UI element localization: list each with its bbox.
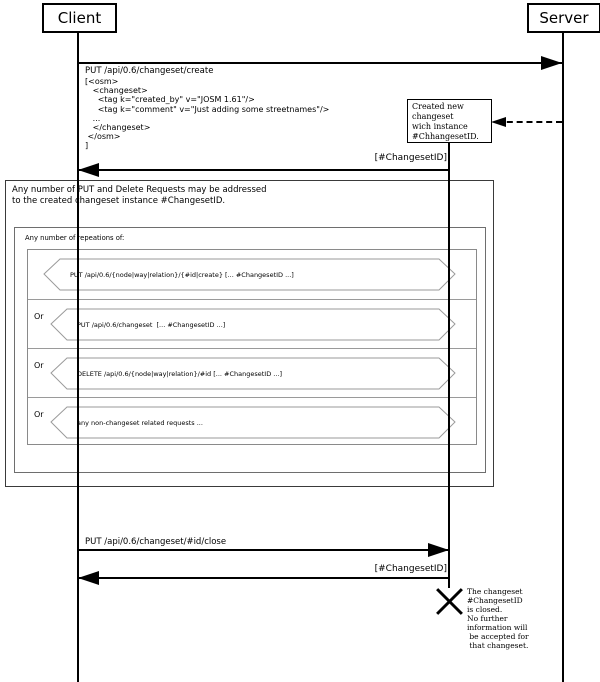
request-option-label: DELETE /api/0.6/{node|way|relation}/#id …: [77, 370, 283, 378]
create-response-label: [#ChangesetID]: [374, 153, 447, 163]
or-label: Or: [34, 361, 44, 370]
request-hexagon-shape: [43, 258, 456, 291]
changeset-instance-lifeline: [448, 143, 450, 588]
create-note-dashed-line: [497, 121, 562, 123]
request-hexagon-shape: [50, 357, 456, 390]
arrowhead-left-icon: [78, 571, 99, 585]
request-hexagon-shape: [50, 308, 456, 341]
arrowhead-right-icon: [541, 56, 562, 70]
client-lifeline: [77, 29, 79, 682]
create-response-arrow-line: [78, 169, 449, 171]
create-request-label: PUT /api/0.6/changeset/create: [85, 66, 214, 76]
request-option-label: PUT /api/0.6/changeset [... #ChangesetID…: [77, 321, 226, 329]
request-option-label: PUT /api/0.6/{node|way|relation}/{#id|cr…: [70, 271, 294, 279]
changeset-requests-frame: Any number of PUT and Delete Requests ma…: [5, 180, 494, 487]
client-actor-label: Client: [57, 9, 102, 27]
close-response-label: [#ChangesetID]: [374, 564, 447, 574]
close-request-arrow-line: [78, 549, 449, 551]
request-option-row-1: PUT /api/0.6/{node|way|relation}/{#id|cr…: [28, 250, 476, 299]
server-actor-box: Server: [527, 3, 600, 33]
request-option-row-4: Or any non-changeset related requests ..…: [28, 397, 476, 446]
arrowhead-right-icon: [428, 543, 449, 557]
or-label: Or: [34, 312, 44, 321]
closed-changeset-note: The changeset #ChangesetID is closed. No…: [467, 587, 529, 650]
request-option-row-2: Or PUT /api/0.6/changeset [... #Changese…: [28, 299, 476, 348]
server-lifeline: [562, 29, 564, 682]
repetition-frame: Any number of repeations of:: [14, 227, 486, 473]
request-options-frame: PUT /api/0.6/{node|way|relation}/{#id|cr…: [27, 249, 477, 445]
request-hexagon-shape: [50, 406, 456, 439]
changeset-requests-frame-label: Any number of PUT and Delete Requests ma…: [12, 185, 267, 206]
or-label: Or: [34, 410, 44, 419]
close-request-label: PUT /api/0.6/changeset/#id/close: [85, 537, 227, 547]
repetition-frame-label: Any number of repeations of:: [25, 234, 125, 242]
arrowhead-left-icon: [78, 163, 99, 177]
create-request-arrow-line: [78, 62, 562, 64]
create-request-payload: [<osm> <changeset> <tag k="created_by" v…: [85, 77, 330, 151]
arrowhead-left-icon: [491, 117, 506, 127]
close-response-arrow-line: [78, 577, 449, 579]
request-option-label: any non-changeset related requests ...: [77, 419, 203, 427]
client-actor-box: Client: [42, 3, 117, 33]
server-actor-label: Server: [539, 9, 589, 27]
request-option-row-3: Or DELETE /api/0.6/{node|way|relation}/#…: [28, 348, 476, 397]
created-changeset-note: Created new changeset wich instance #Chh…: [407, 99, 492, 143]
